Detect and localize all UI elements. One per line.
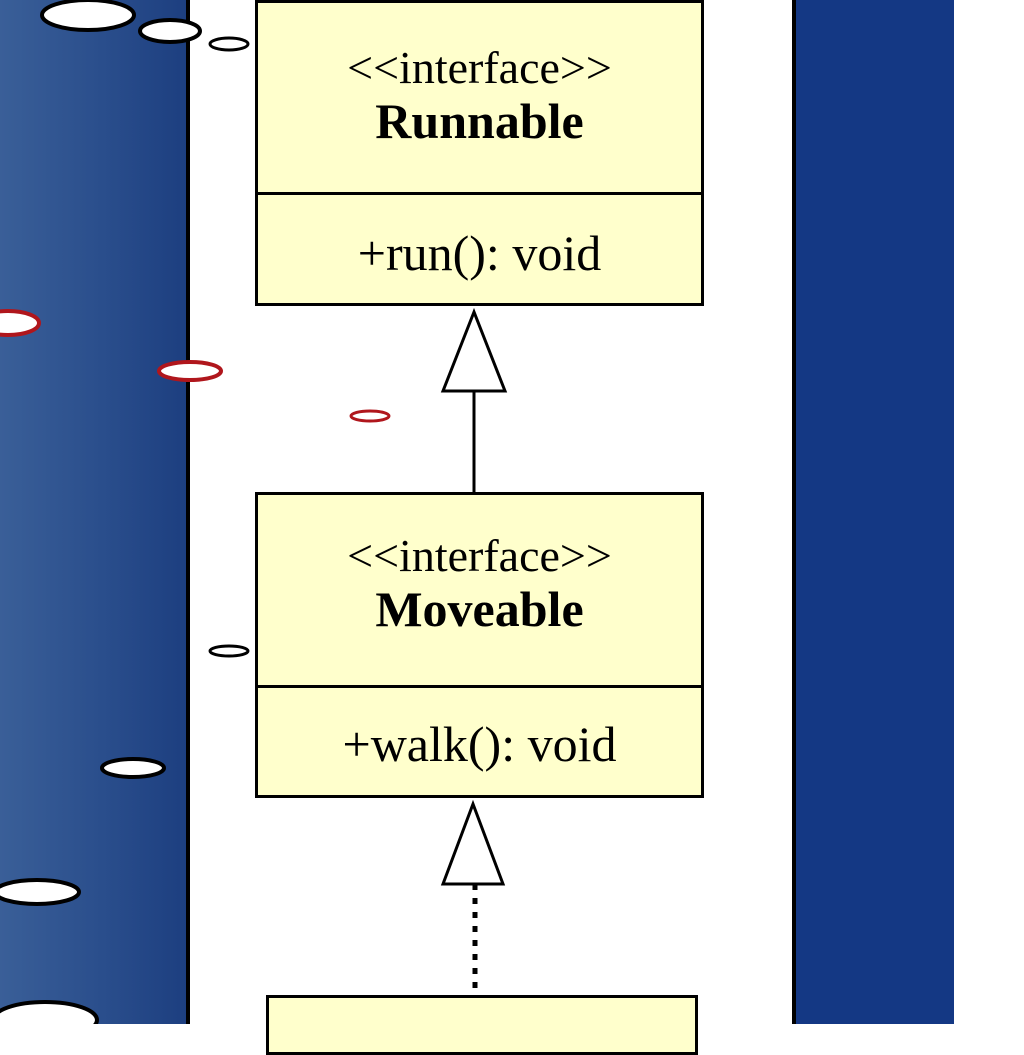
bubble-red [157,360,223,382]
bubble [138,18,202,44]
interface-moveable-operation: +walk(): void [342,716,617,772]
bubble [40,0,136,32]
bubble [0,878,81,906]
decorative-bubbles [0,0,391,1024]
interface-moveable-box: <<interface>> Moveable +walk(): void [255,492,704,798]
bubble-red [0,309,41,337]
interface-moveable-header: <<interface>> Moveable [258,495,701,688]
bubble-red [349,409,391,423]
interface-runnable-box: <<interface>> Runnable +run(): void [255,0,704,306]
right-blue-panel [792,0,954,1024]
interface-moveable-name: Moveable [375,581,584,637]
interface-runnable-name: Runnable [375,93,584,149]
interface-runnable-header: <<interface>> Runnable [258,3,701,195]
left-blue-panel [0,0,190,1024]
bubble [100,757,166,779]
bubble [0,1000,99,1024]
interface-runnable-operation: +run(): void [357,225,602,281]
interface-moveable-stereotype: <<interface>> [347,530,612,581]
interface-runnable-stereotype: <<interface>> [347,42,612,93]
implementing-class-box [266,995,698,1055]
bubble [208,644,250,658]
bubble [208,36,250,52]
